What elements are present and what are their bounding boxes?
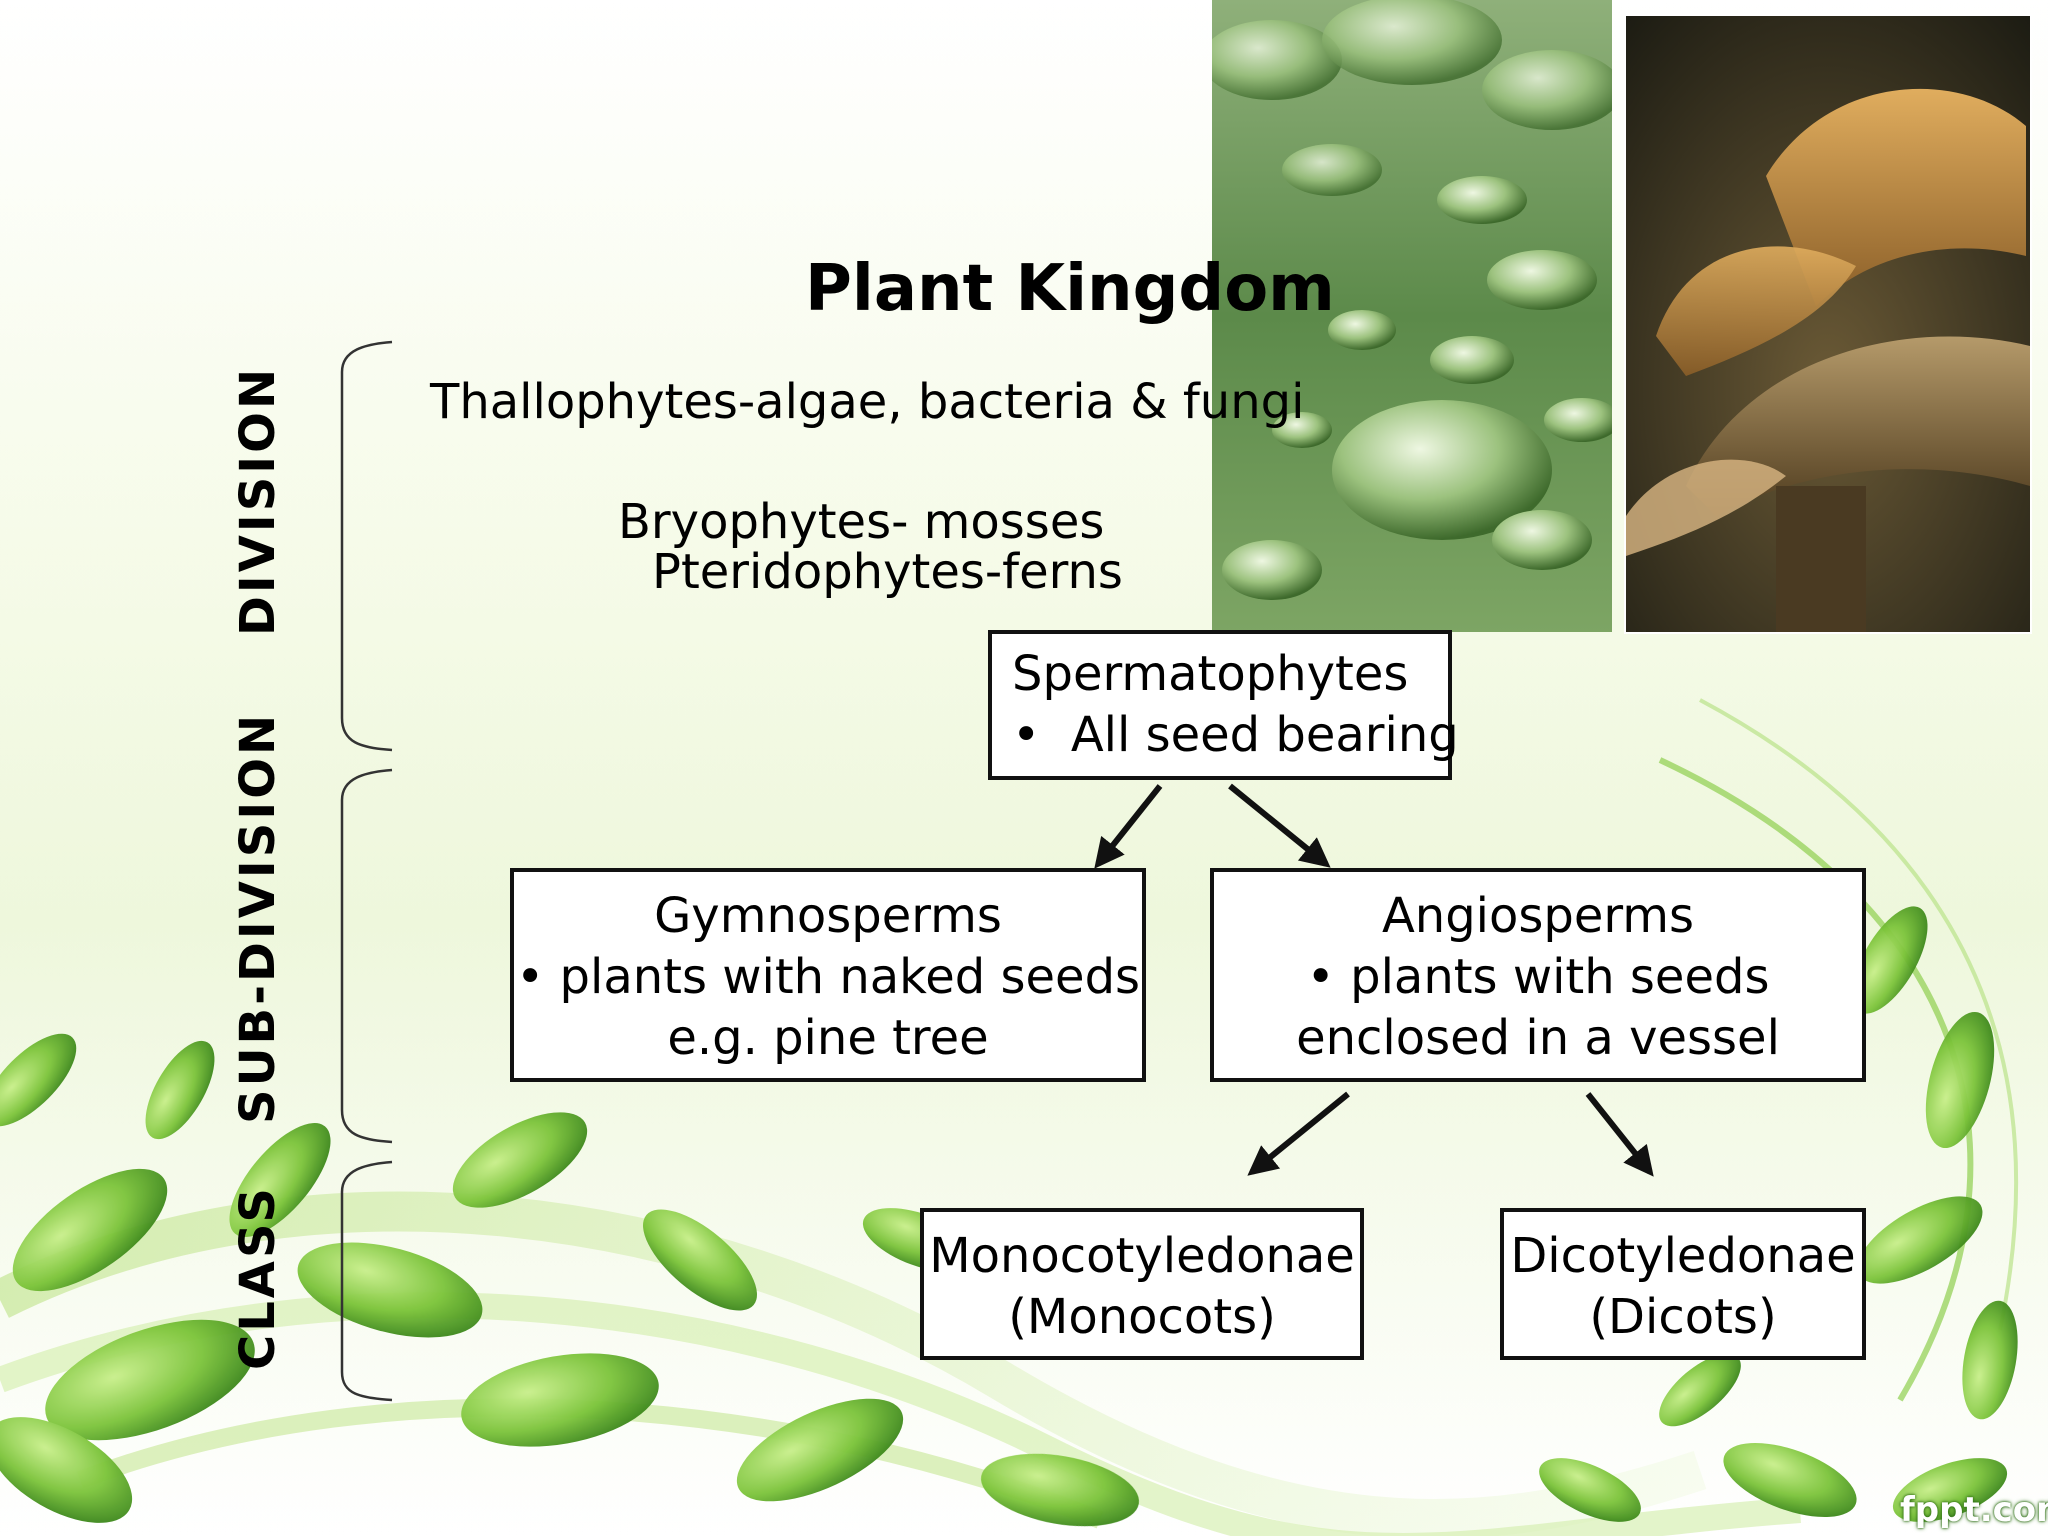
- brace-sub-division: [340, 768, 393, 1144]
- node-spermatophytes: Spermatophytes • All seed bearing: [988, 630, 1459, 780]
- arrow-to-gymnosperms: [1094, 784, 1163, 869]
- bullet-glyph: •: [515, 949, 560, 1005]
- node-gymnosperms-example: e.g. pine tree: [667, 1010, 989, 1066]
- algae-photo: [1212, 0, 1612, 632]
- mushroom-photo: [1624, 14, 2032, 634]
- arrow-to-dicots: [1585, 1092, 1654, 1177]
- fppt-watermark: fppt.com: [1900, 1490, 2048, 1530]
- node-angiosperms-note2: enclosed in a vessel: [1296, 1010, 1780, 1066]
- arrow-to-monocots: [1247, 1091, 1350, 1176]
- node-dicots-abbr: (Dicots): [1589, 1289, 1777, 1345]
- bullet-glyph: •: [1306, 949, 1351, 1005]
- division-item-pteridophytes: Pteridophytes-ferns: [652, 544, 1123, 600]
- arrow-to-angiosperms: [1228, 783, 1331, 868]
- node-spermatophytes-note: All seed bearing: [1070, 707, 1459, 763]
- node-dicots-name: Dicotyledonae: [1510, 1228, 1856, 1284]
- node-angiosperms-name: Angiosperms: [1381, 888, 1695, 944]
- brace-division: [340, 340, 393, 752]
- division-item-thallophytes: Thallophytes-algae, bacteria & fungi: [430, 374, 1305, 430]
- node-gymnosperms-name: Gymnosperms: [654, 888, 1002, 944]
- bullet-glyph: •: [1012, 707, 1071, 763]
- node-angiosperms-note: plants with seeds: [1350, 949, 1770, 1005]
- division-item-bryophytes: Bryophytes- mosses: [618, 494, 1105, 550]
- node-monocots-name: Monocotyledonae: [929, 1228, 1355, 1284]
- node-gymnosperms-note: plants with naked seeds: [559, 949, 1141, 1005]
- node-monocots-abbr: (Monocots): [1008, 1289, 1276, 1345]
- node-gymnosperms: Gymnosperms • plants with naked seeds e.…: [510, 868, 1146, 1082]
- node-dicotyledonae: Dicotyledonae (Dicots): [1500, 1208, 1866, 1360]
- node-angiosperms: Angiosperms • plants with seeds enclosed…: [1210, 868, 1866, 1082]
- node-monocotyledonae: Monocotyledonae (Monocots): [920, 1208, 1364, 1360]
- slide-title: Plant Kingdom: [805, 252, 1335, 326]
- node-spermatophytes-name: Spermatophytes: [1012, 646, 1409, 702]
- brace-class: [340, 1160, 393, 1402]
